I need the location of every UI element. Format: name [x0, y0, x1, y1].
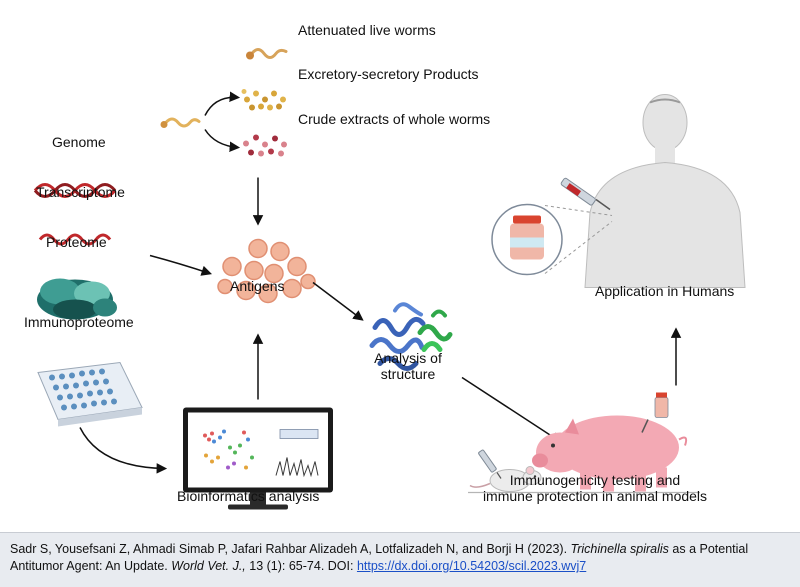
source-worm-icon	[160, 117, 201, 128]
protein-structure-icon	[369, 302, 453, 371]
pig-vial-icon	[641, 392, 669, 433]
citation-title: as a Potential Antitumor Agent: An Updat…	[10, 542, 749, 573]
label-genome: Genome	[52, 134, 106, 150]
mouse-syringe-icon	[478, 449, 502, 479]
human-figure-icon	[584, 94, 746, 288]
label-immuno-line2: immune protection in animal models	[482, 488, 708, 504]
label-immunoproteome: Immunoproteome	[24, 314, 134, 330]
label-immuno-line1: Immunogenicity testing and	[509, 472, 681, 488]
label-analysis-line1: Analysis of	[374, 350, 442, 366]
label-antigens: Antigens	[230, 278, 285, 294]
dna-helix-icon	[33, 183, 117, 198]
label-analysis-line2: structure	[380, 366, 436, 382]
label-es-products: Excretory-secretory Products	[298, 66, 479, 82]
citation-footer: Sadr S, Yousefsani Z, Ahmadi Simab P, Ja…	[0, 532, 800, 587]
citation-volume: 13 (1): 65-74. DOI:	[245, 559, 357, 573]
computer-monitor-icon	[183, 407, 333, 510]
pig-icon	[532, 415, 688, 492]
label-attenuated-live-worms: Attenuated live worms	[298, 22, 436, 38]
rna-wave-icon	[38, 233, 112, 246]
citation-journal: World Vet. J.,	[171, 559, 246, 573]
well-plate-icon	[37, 361, 143, 427]
mouse-icon	[469, 466, 542, 492]
citation-doi-link[interactable]: https://dx.doi.org/10.54203/scil.2023.wv…	[356, 559, 587, 573]
crude-extracts-icon	[243, 134, 287, 157]
citation-species: Trichinella spiralis	[570, 542, 669, 556]
label-proteome: Proteome	[46, 234, 107, 250]
label-crude-extracts: Crude extracts of whole worms	[298, 111, 491, 127]
proteome-blob-icon	[37, 278, 117, 320]
antigen-cluster-icon	[217, 238, 316, 304]
citation-authors: Sadr S, Yousefsani Z, Ahmadi Simab P, Ja…	[10, 542, 571, 556]
label-bioinformatics-analysis: Bioinformatics analysis	[177, 488, 320, 504]
scatter-clusters	[203, 429, 254, 470]
label-application-in-humans: Application in Humans	[595, 283, 735, 299]
label-analysis-of-structure: Analysis of structure	[368, 350, 448, 382]
label-immunogenicity: Immunogenicity testing and immune protec…	[445, 472, 745, 504]
es-products-icon	[241, 89, 286, 111]
syringe-icon	[560, 177, 611, 211]
attenuated-worm-icon	[246, 48, 288, 60]
vaccine-vial-icon	[491, 203, 613, 276]
label-transcriptome: Transcriptome	[36, 184, 125, 200]
